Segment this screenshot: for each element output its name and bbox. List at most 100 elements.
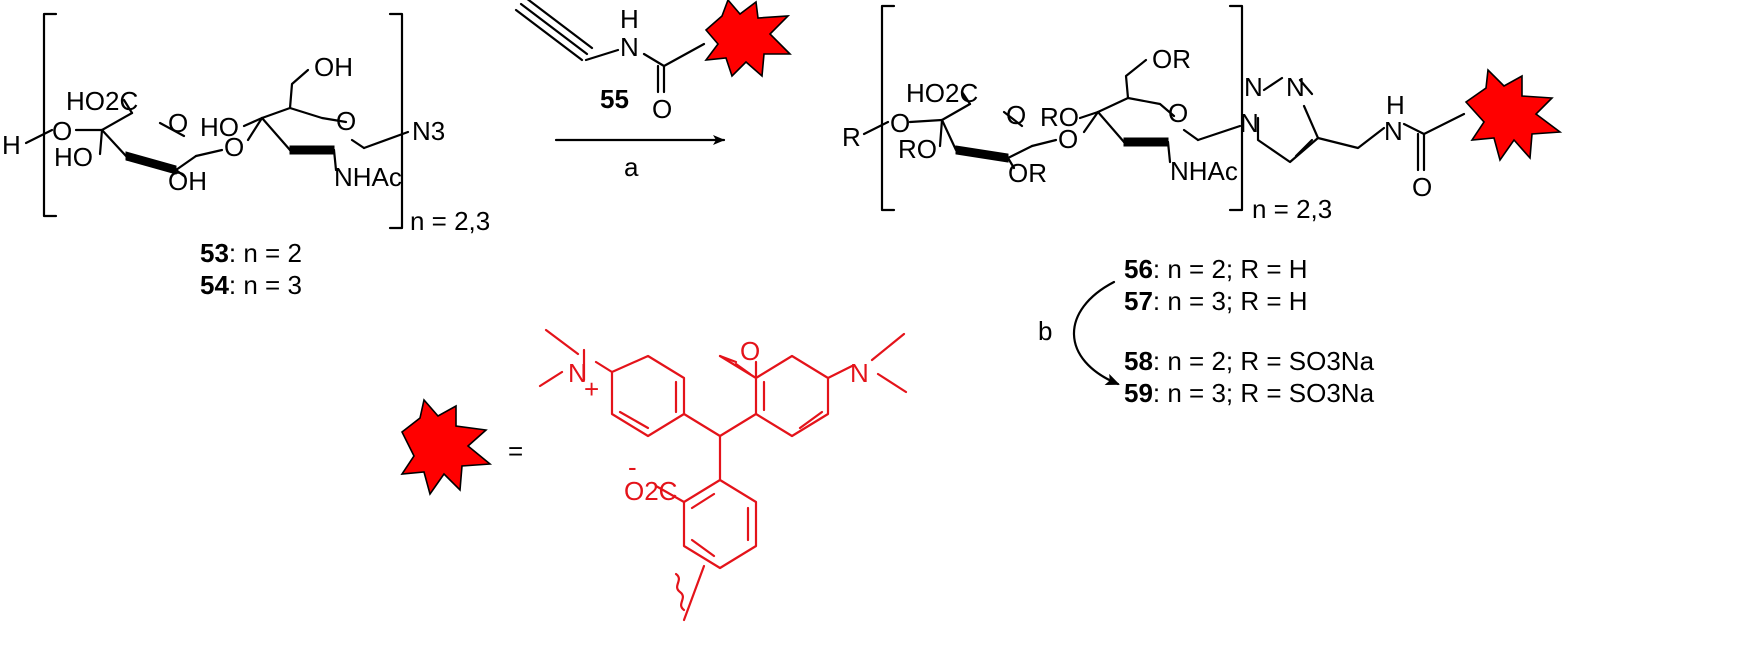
atom-oh-top: OH <box>314 52 353 82</box>
glcNAc-nhac-bond <box>332 148 338 172</box>
reaction-arrow-a: a <box>554 135 726 182</box>
compound-57: 57: n = 3; R = H <box>1124 286 1308 316</box>
r-atom-ro-mid: RO <box>1040 102 1079 132</box>
r-atom-or-top: OR <box>1152 44 1191 74</box>
r-atom-ro-low: RO <box>898 134 937 164</box>
glcA-cooh-bond-right <box>960 90 972 106</box>
atom-ho2c: HO2C <box>66 86 138 116</box>
glcNAc-wedge <box>289 145 335 155</box>
step-label-a: a <box>624 152 639 182</box>
legend-atom-plus: + <box>584 374 599 404</box>
linker-atom-o: O <box>1412 172 1432 202</box>
alkyne-triple-bond <box>514 0 594 62</box>
glcNAc-ch2oh <box>288 68 310 110</box>
reagent-atom-n: N <box>620 32 639 62</box>
glcNAc-ring-left-right <box>1082 110 1126 144</box>
compound-59: 59: n = 3; R = SO3Na <box>1124 378 1375 408</box>
atom-oh-low: OH <box>168 166 207 196</box>
glcA-h-o-bond <box>24 128 104 145</box>
r-atom-ring-o-1: O <box>1006 100 1026 130</box>
glcA-ho-bond <box>98 128 104 156</box>
right-close-bracket <box>1228 4 1244 212</box>
legend-atom-o2c: O2C <box>624 476 677 506</box>
triazole-n2: N <box>1244 72 1263 102</box>
carboxylate-bond <box>654 484 686 504</box>
left-compound-labels: 53: n = 2 54: n = 3 <box>200 238 302 300</box>
step-label-b: b <box>1038 316 1052 346</box>
r-atom-ho2c: HO2C <box>906 78 978 108</box>
carboxyphenyl-inner <box>690 492 750 558</box>
glcNAc-n3 <box>362 130 410 150</box>
reagent-55: H N O 55 <box>514 0 792 124</box>
r-atom-or-low: OR <box>1008 158 1047 188</box>
triazole-n1: N <box>1240 108 1259 138</box>
glcA-ring <box>100 111 198 172</box>
xanthene-core <box>610 354 830 438</box>
legend-atom-n-left: N <box>568 358 587 388</box>
arrow-b-curve <box>1072 280 1120 386</box>
glycosidic-bond-right <box>1030 138 1058 148</box>
compound-53: 53: n = 2 <box>200 238 302 268</box>
glcA-oh-bond <box>174 168 186 178</box>
left-close-bracket <box>388 12 404 230</box>
linker-atom-h: H <box>1386 90 1405 120</box>
r-o-bond <box>862 118 944 136</box>
reagent-atom-o: O <box>652 94 672 124</box>
atom-ring-o-2: O <box>336 106 356 136</box>
or-bond <box>1006 156 1016 170</box>
legend-atom-minus: - <box>628 452 637 482</box>
r-atom-o-link: O <box>890 108 910 138</box>
product-conjugate: OR HO2C O RO O R O RO O OR NHAc n = 2,3 … <box>842 4 1563 224</box>
compound-56: 56: n = 2; R = H <box>1124 254 1308 284</box>
glcNAc-ring-left <box>246 116 292 152</box>
r-atom-o-glyco: O <box>1058 124 1078 154</box>
glcA-wedge-right <box>955 145 1009 163</box>
linker-atom-n: N <box>1384 116 1403 146</box>
reagent-55-label: 55 <box>600 84 629 114</box>
r-atom-r: R <box>842 122 861 152</box>
carboxyphenyl-ring <box>682 434 758 570</box>
fluorophore-star-product <box>1464 68 1563 162</box>
r-atom-ring-o-2: O <box>1168 98 1188 128</box>
glcNAc-ro <box>1078 110 1100 120</box>
atom-ho-low: HO <box>54 142 93 172</box>
legend-atom-o: O <box>740 336 760 366</box>
glycosidic-bond <box>194 148 224 158</box>
left-repeat-label: n = 2,3 <box>410 206 490 236</box>
atom-o-link: O <box>52 116 72 146</box>
ro-bond <box>938 118 944 148</box>
atom-ho-mid: HO <box>200 112 239 142</box>
reagent-atom-h: H <box>620 4 639 34</box>
glcNAc-triazole-bond <box>1196 124 1242 142</box>
compound-54: 54: n = 3 <box>200 270 302 300</box>
right-amine <box>826 332 908 394</box>
triazole-n3: N <box>1286 72 1305 102</box>
glcNAc-o4 <box>242 116 264 128</box>
glcA-cooh-bond <box>122 98 134 115</box>
linker-chain <box>1316 112 1466 172</box>
starting-disaccharide: OH HO2C O HO O H O HO O OH NHAc N3 n = 2… <box>2 12 490 236</box>
left-iminium <box>538 328 614 388</box>
glcNAc-ch2or <box>1124 58 1148 100</box>
atom-n3: N3 <box>412 116 445 146</box>
atom-nhac: NHAc <box>334 162 402 192</box>
fluorophore-star-legend <box>400 398 493 496</box>
r-atom-nhac: NHAc <box>1170 156 1238 186</box>
legend-atom-n-right: N <box>850 358 869 388</box>
legend-equals: = <box>508 436 523 466</box>
fluorophore-legend: = N + O N - O2C <box>400 328 908 622</box>
attachment-wavy <box>674 564 706 622</box>
glcA-wedge <box>125 151 177 175</box>
right-repeat-label: n = 2,3 <box>1252 194 1332 224</box>
glcNAc-nhac-right <box>1166 140 1172 164</box>
reagent-chain <box>584 42 706 94</box>
compound-58: 58: n = 2; R = SO3Na <box>1124 346 1375 376</box>
atom-ring-o-1: O <box>168 108 188 138</box>
atom-o-glyco: O <box>224 132 244 162</box>
atom-h: H <box>2 130 21 160</box>
product-compound-labels: 56: n = 2; R = H 57: n = 3; R = H 58: n … <box>1038 254 1375 408</box>
glcA-ring-right <box>940 102 1034 160</box>
left-open-bracket <box>42 12 58 218</box>
fluorophore-star-reagent <box>704 0 792 78</box>
